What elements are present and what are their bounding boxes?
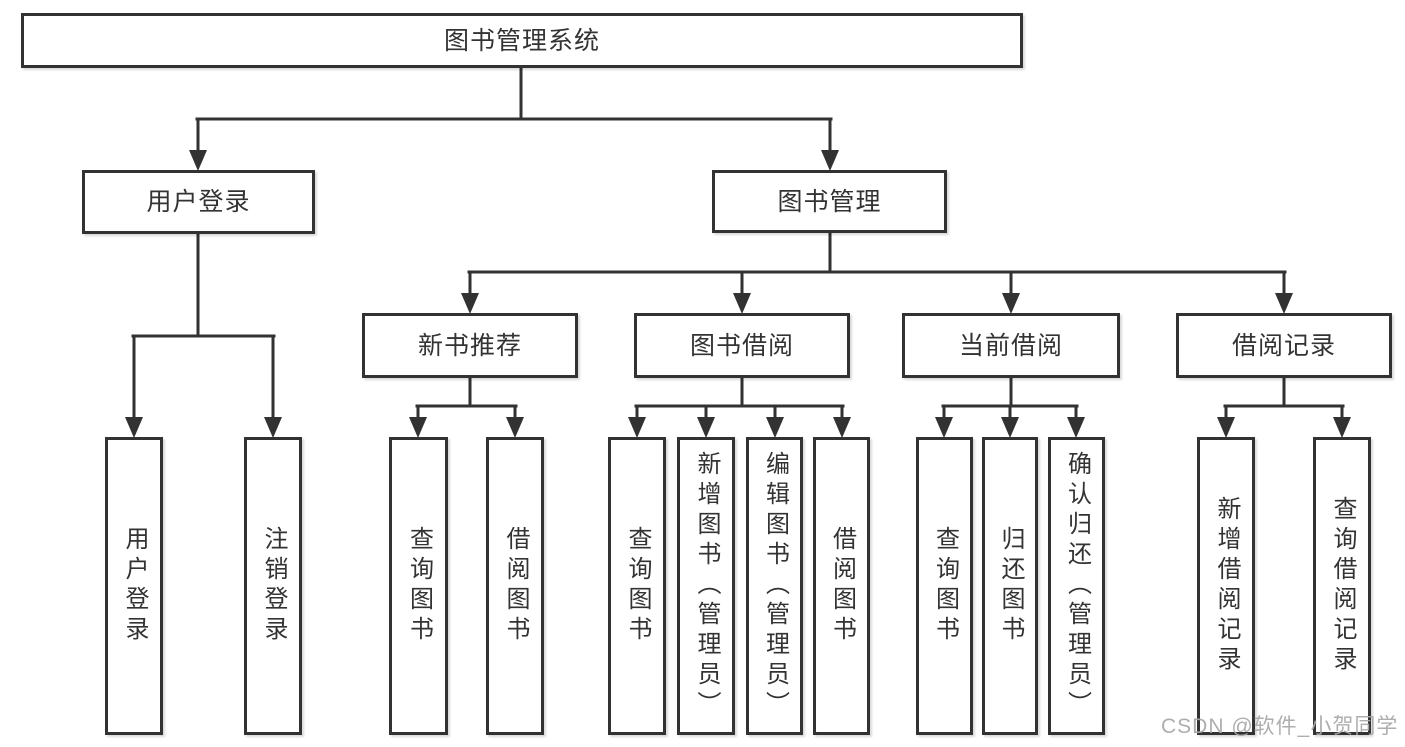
node-leaf-bb-edit-books-label: 编辑图书（管理员） [761, 451, 789, 721]
node-leaf-cb-query-books-label: 查询图书 [931, 526, 959, 646]
node-system-root: 图书管理系统 [21, 13, 1023, 68]
connector-current-borrow-to-leaves [935, 376, 1085, 438]
arrowhead [1001, 417, 1019, 438]
arrowhead [697, 417, 715, 438]
arrowhead [1002, 293, 1020, 314]
node-leaf-rec-query-books: 查询图书 [389, 437, 448, 735]
node-leaf-br-query-record: 查询借阅记录 [1313, 437, 1371, 735]
node-leaf-bb-borrow-books-label: 借阅图书 [828, 526, 856, 646]
arrowhead [833, 417, 851, 438]
node-current-borrowing-label: 当前借阅 [958, 331, 1063, 360]
arrowhead [125, 417, 143, 438]
node-borrowing-records-label: 借阅记录 [1231, 331, 1336, 360]
node-leaf-bb-edit-books: 编辑图书（管理员） [746, 437, 803, 735]
node-leaf-bb-query-books: 查询图书 [608, 437, 666, 735]
arrowhead [733, 293, 751, 314]
node-system-root-label: 图书管理系统 [443, 26, 600, 55]
arrowhead [935, 417, 953, 438]
connector-book-borrow-to-leaves [628, 376, 851, 438]
node-leaf-user-login-label: 用户登录 [121, 526, 148, 646]
node-leaf-rec-borrow-books-label: 借阅图书 [502, 526, 529, 646]
arrowhead [506, 417, 524, 438]
node-leaf-bb-add-books-label: 新增图书（管理员） [693, 451, 720, 721]
node-leaf-cb-query-books: 查询图书 [916, 437, 973, 735]
arrowhead [628, 417, 646, 438]
arrowhead [1275, 293, 1293, 314]
node-leaf-rec-borrow-books: 借阅图书 [486, 437, 544, 735]
connector-user-login-to-leaves [125, 232, 282, 438]
arrowhead [461, 293, 479, 314]
node-leaf-cb-confirm-return: 确认归还（管理员） [1048, 437, 1105, 735]
node-leaf-bb-add-books: 新增图书（管理员） [677, 437, 735, 735]
connector-book-mgmt-to-level3 [461, 231, 1293, 314]
node-user-login: 用户登录 [82, 170, 315, 234]
node-leaf-rec-query-books-label: 查询图书 [405, 526, 433, 646]
node-user-login-label: 用户登录 [146, 188, 251, 216]
watermark: CSDN @软件_小贺同学 [1161, 715, 1399, 738]
node-book-management: 图书管理 [712, 170, 947, 233]
node-current-borrowing: 当前借阅 [902, 313, 1120, 378]
arrowhead [264, 417, 282, 438]
node-leaf-user-login: 用户登录 [105, 437, 163, 735]
arrowhead [1217, 417, 1235, 438]
node-leaf-br-add-record: 新增借阅记录 [1197, 437, 1255, 735]
node-book-borrowing: 图书借阅 [634, 313, 850, 378]
node-leaf-cb-return-books-label: 归还图书 [997, 526, 1024, 646]
node-book-management-label: 图书管理 [777, 187, 882, 216]
connector-root-to-level2 [189, 66, 839, 171]
node-new-book-recommend-label: 新书推荐 [417, 331, 522, 360]
node-leaf-logout-label: 注销登录 [260, 526, 287, 646]
connector-new-book-rec-to-leaves [409, 376, 524, 438]
node-leaf-cb-return-books: 归还图书 [982, 437, 1038, 735]
arrowhead [409, 417, 427, 438]
node-leaf-bb-borrow-books: 借阅图书 [813, 437, 870, 735]
arrowhead [821, 150, 839, 171]
node-leaf-br-add-record-label: 新增借阅记录 [1213, 496, 1240, 676]
node-leaf-br-query-record-label: 查询借阅记录 [1329, 496, 1356, 676]
arrowhead [766, 417, 784, 438]
connector-borrow-records-to-leaves [1217, 376, 1351, 438]
node-leaf-logout: 注销登录 [244, 437, 302, 735]
node-leaf-bb-query-books-label: 查询图书 [624, 526, 651, 646]
arrowhead [1067, 417, 1085, 438]
node-leaf-cb-confirm-return-label: 确认归还（管理员） [1063, 451, 1091, 721]
node-borrowing-records: 借阅记录 [1176, 313, 1392, 378]
node-new-book-recommend: 新书推荐 [362, 313, 578, 378]
arrowhead [1333, 417, 1351, 438]
node-book-borrowing-label: 图书借阅 [689, 331, 794, 360]
arrowhead [189, 150, 207, 171]
